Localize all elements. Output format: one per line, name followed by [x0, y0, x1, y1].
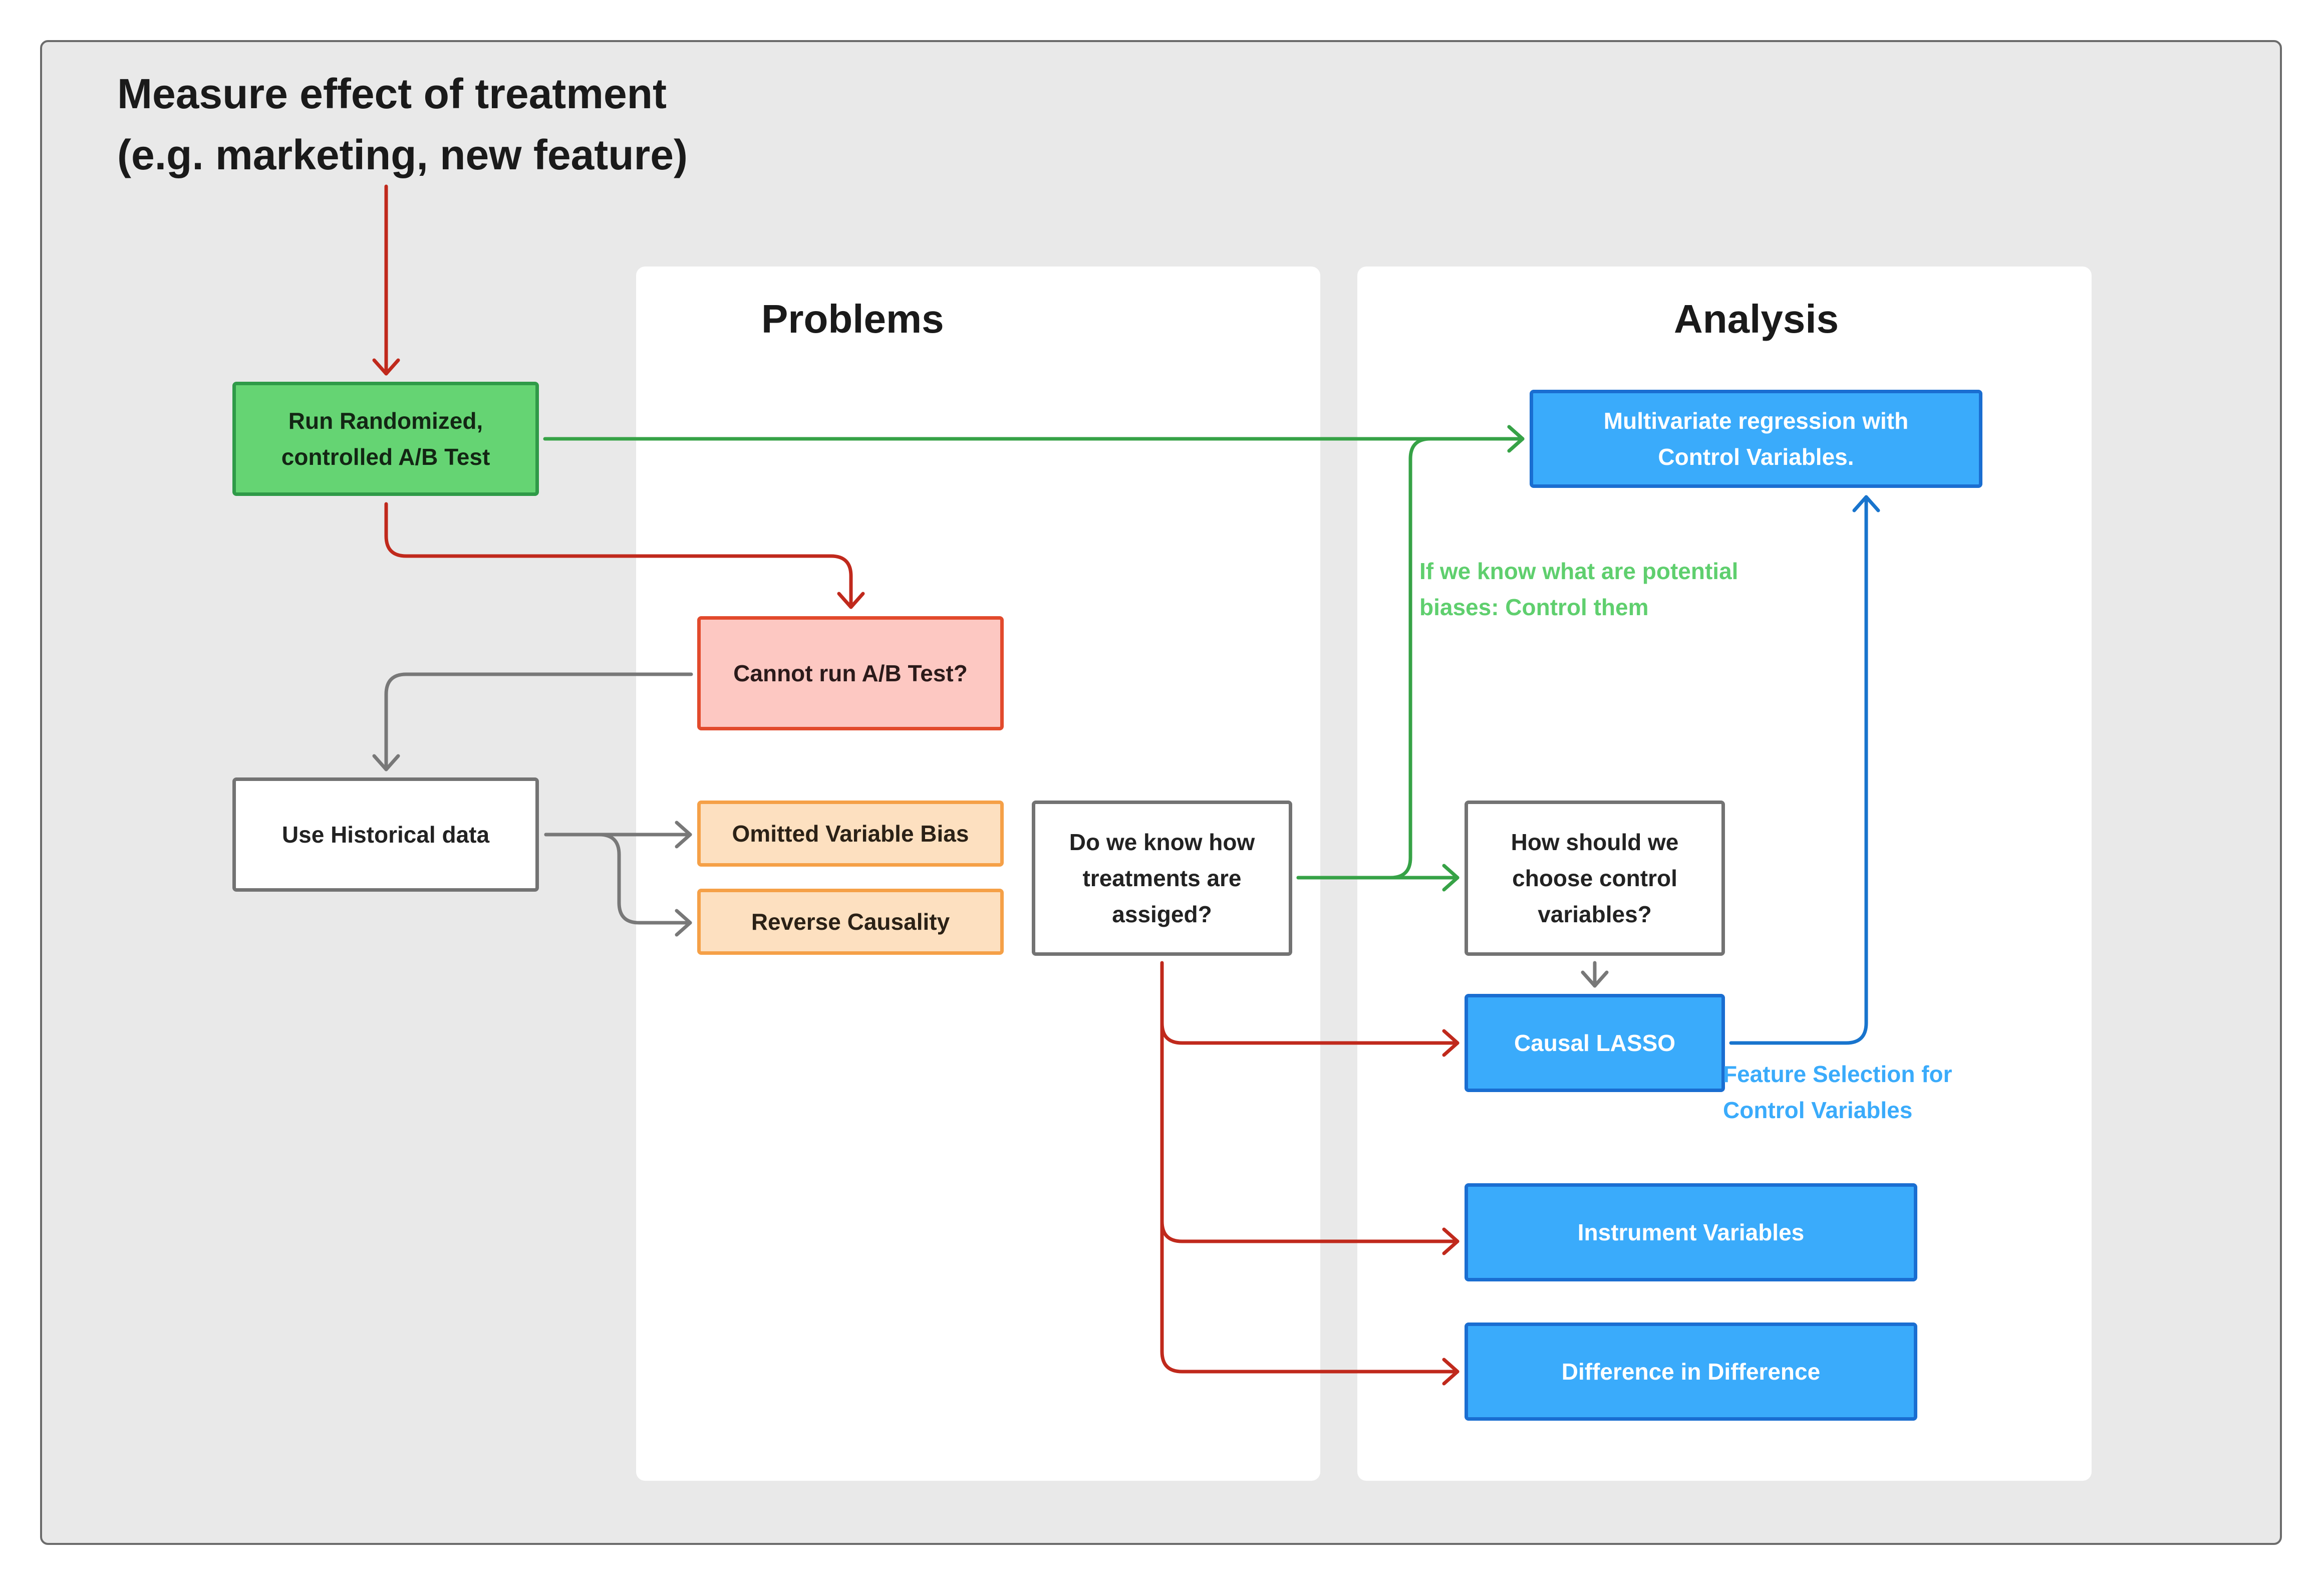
control-biases-line-1: If we know what are potential	[1419, 558, 1738, 584]
historical-data-label: Use Historical data	[281, 822, 490, 848]
difference-in-difference-label: Difference in Difference	[1561, 1359, 1821, 1385]
know-assignment-line-1: Do we know how	[1069, 829, 1255, 855]
run-ab-test-line-1: Run Randomized,	[288, 408, 483, 434]
causal-lasso-node: Causal LASSO	[1465, 994, 1725, 1092]
multivariate-line-1: Multivariate regression with	[1603, 408, 1909, 434]
control-biases-note: If we know what are potential biases: Co…	[1419, 553, 1738, 625]
arrow-unknown-to-instrument	[1160, 1021, 1460, 1255]
historical-data-node: Use Historical data	[232, 777, 539, 892]
feature-selection-line-1: Feature Selection for	[1723, 1061, 1952, 1087]
instrument-variables-node: Instrument Variables	[1465, 1183, 1917, 1281]
arrow-unknown-to-lasso	[1160, 961, 1460, 1057]
choose-controls-line-3: variables?	[1538, 901, 1652, 927]
choose-controls-line-2: choose control	[1512, 865, 1677, 891]
diagram-title: Measure effect of treatment (e.g. market…	[117, 63, 688, 185]
cannot-run-ab-label: Cannot run A/B Test?	[733, 660, 968, 686]
reverse-causality-label: Reverse Causality	[751, 909, 950, 935]
title-line-1: Measure effect of treatment	[117, 70, 667, 117]
arrow-unknown-to-diff-in-diff	[1160, 1219, 1460, 1386]
causal-lasso-label: Causal LASSO	[1514, 1030, 1676, 1056]
difference-in-difference-node: Difference in Difference	[1465, 1322, 1917, 1421]
arrow-lasso-to-multivariate	[1729, 495, 1880, 1045]
know-assignment-line-3: assiged?	[1112, 901, 1212, 927]
multivariate-line-2: Control Variables.	[1658, 444, 1854, 470]
analysis-heading: Analysis	[1674, 297, 1839, 341]
cannot-run-ab-node: Cannot run A/B Test?	[697, 616, 1004, 730]
run-ab-test-node: Run Randomized, controlled A/B Test	[232, 382, 539, 496]
know-assignment-node: Do we know how treatments are assiged?	[1032, 801, 1292, 956]
control-biases-line-2: biases: Control them	[1419, 594, 1649, 620]
arrow-cannot-to-historical	[372, 672, 693, 771]
arrow-historical-to-reverse	[544, 833, 692, 937]
feature-selection-note: Feature Selection for Control Variables	[1723, 1056, 1952, 1128]
omitted-variable-bias-label: Omitted Variable Bias	[732, 821, 969, 847]
omitted-variable-bias-node: Omitted Variable Bias	[697, 801, 1004, 867]
instrument-variables-label: Instrument Variables	[1577, 1219, 1805, 1245]
choose-controls-node: How should we choose control variables?	[1465, 801, 1725, 956]
arrow-known-to-multivariate	[1296, 425, 1525, 880]
feature-selection-line-2: Control Variables	[1723, 1097, 1913, 1123]
reverse-causality-node: Reverse Causality	[697, 889, 1004, 955]
know-assignment-line-2: treatments are	[1082, 865, 1242, 891]
title-line-2: (e.g. marketing, new feature)	[117, 131, 688, 178]
choose-controls-line-1: How should we	[1511, 829, 1679, 855]
run-ab-test-line-2: controlled A/B Test	[281, 444, 490, 470]
problems-heading: Problems	[761, 297, 944, 341]
arrow-abtest-to-cannot	[384, 502, 865, 609]
